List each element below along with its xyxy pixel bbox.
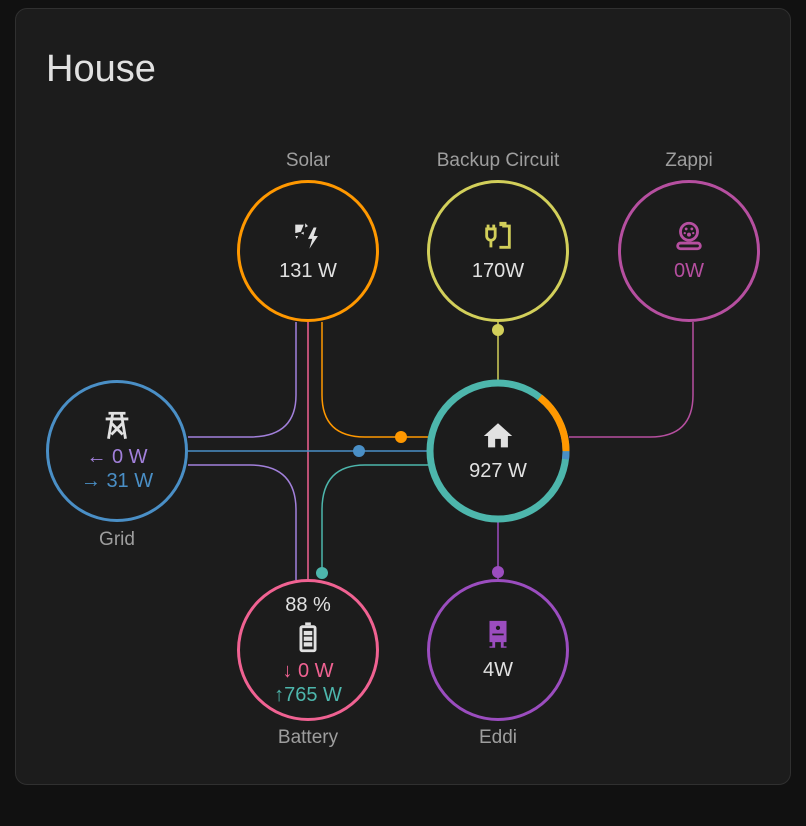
solar-node[interactable]: 131 W [237,180,379,322]
battery-to-home-line [321,464,428,573]
transmission-tower-icon [105,411,129,439]
home-value: 927 W [469,460,527,482]
grid-flow-dot [353,445,365,457]
eddi-value: 4W [483,659,513,681]
eddi-label: Eddi [478,727,518,748]
home-ring [426,379,570,523]
arrow-left-icon: ← [86,446,112,468]
water-heater-icon [489,620,507,648]
solar-power-icon [295,223,318,249]
backup-label: Backup Circuit [436,150,560,171]
grid-import-value: 0 W [112,446,148,468]
power-plug-battery-icon [485,221,511,249]
eddi-flow-dot [492,566,504,578]
solar-to-home-line [321,322,428,438]
battery-node[interactable]: 88 % ↓ 0 W ↑765 W [237,579,379,721]
ev-charger-icon [676,221,702,251]
zappi-value: 0W [674,260,704,282]
solar-label: Solar [285,150,331,171]
arrow-down-icon: ↓ [282,660,298,682]
battery-charge-value: 0 W [298,660,334,682]
backup-value: 170W [471,260,525,282]
solar-to-grid-line [188,322,297,438]
eddi-node[interactable]: 4W [427,579,569,721]
zappi-to-home-line [569,322,694,438]
solar-value: 131 W [279,260,337,282]
battery-charge: ↓ 0 W [282,659,333,683]
grid-node[interactable]: ← 0 W → 31 W [46,380,188,522]
battery-icon [299,622,317,653]
battery-flow-dot [316,567,328,579]
grid-export: → 31 W [81,469,153,493]
grid-import: ← 0 W [86,445,147,469]
card-title: House [46,48,156,90]
zappi-label: Zappi [665,150,713,171]
arrow-up-icon: ↑ [274,684,285,706]
battery-discharge-value: 765 W [284,684,342,706]
backup-circuit-node[interactable]: 170W [427,180,569,322]
solar-flow-dot [395,431,407,443]
grid-label: Grid [99,529,135,550]
grid-to-battery-line [188,464,297,580]
backup-flow-dot [492,324,504,336]
zappi-node[interactable]: 0W [618,180,760,322]
grid-export-value: 31 W [106,470,154,492]
battery-discharge: ↑765 W [274,683,342,707]
battery-soc: 88 % [285,594,331,616]
home-node[interactable]: 927 W [427,380,569,522]
battery-label: Battery [277,727,339,748]
home-icon [483,423,513,448]
arrow-right-icon: → [80,470,107,492]
